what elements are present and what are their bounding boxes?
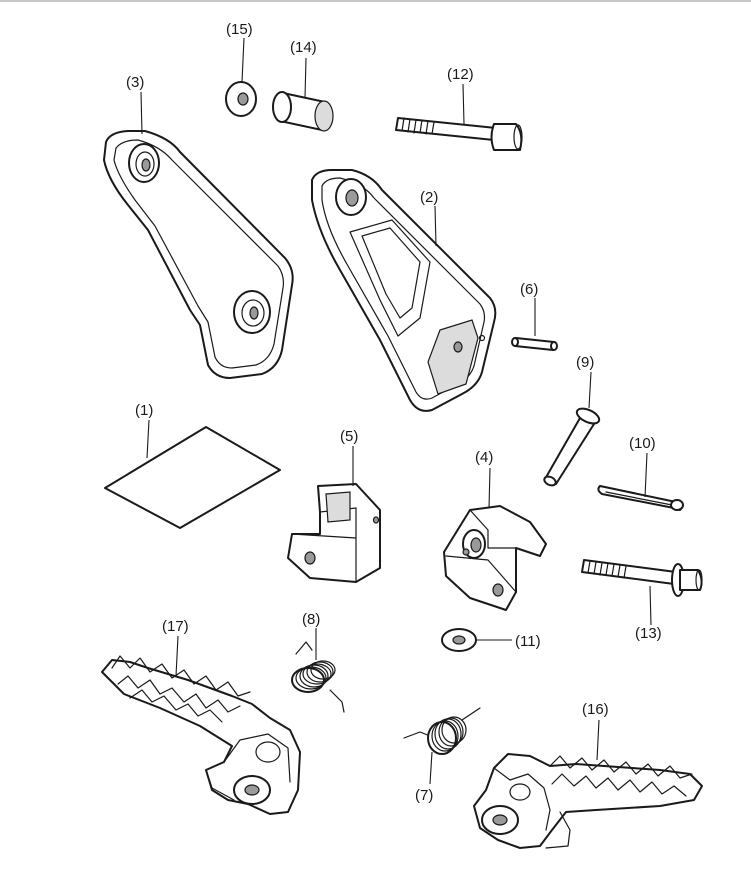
footpeg-icon [473, 753, 703, 849]
part-label-1: (1) [135, 402, 153, 419]
pin-icon [511, 337, 558, 351]
leader-line [429, 751, 433, 785]
leader-line [434, 205, 437, 247]
washer-icon [225, 81, 257, 117]
part-label-3: (3) [126, 74, 144, 91]
part-label-13: (13) [635, 625, 662, 642]
washer-icon [441, 628, 477, 652]
leader-line [304, 57, 307, 99]
leader-line [462, 83, 465, 125]
leader-line [241, 37, 245, 83]
part-label-2: (2) [420, 189, 438, 206]
part-label-15: (15) [226, 21, 253, 38]
leader-line [488, 467, 491, 509]
leader-line [596, 719, 600, 761]
part-label-8: (8) [302, 611, 320, 628]
pivot-pin-icon [543, 407, 601, 487]
part-label-14: (14) [290, 39, 317, 56]
part-label-17: (17) [162, 618, 189, 635]
collar-icon [272, 91, 334, 132]
footpeg-holder-icon [443, 505, 547, 611]
part-label-11: (11) [515, 633, 541, 650]
leader-line [644, 452, 648, 498]
part-label-10: (10) [629, 435, 656, 452]
leader-line [140, 91, 143, 135]
leader-line [649, 585, 652, 626]
spring-icon [403, 707, 481, 755]
socket-bolt-icon [395, 117, 523, 151]
cotter-pin-icon [597, 485, 684, 511]
leader-line [146, 419, 150, 459]
part-label-7: (7) [415, 787, 433, 804]
part-label-5: (5) [340, 428, 358, 445]
footpeg-icon [101, 655, 301, 815]
top-rule [0, 0, 751, 2]
leader-line [175, 635, 179, 677]
sheet-icon [104, 426, 281, 529]
leader-line [588, 371, 592, 409]
bracket-left-icon [103, 130, 294, 379]
spring-icon [291, 641, 345, 713]
part-label-9: (9) [576, 354, 594, 371]
footpeg-holder-icon [287, 483, 381, 583]
part-label-12: (12) [447, 66, 474, 83]
bracket-right-icon [311, 169, 497, 412]
flange-bolt-icon [581, 559, 703, 597]
part-label-16: (16) [582, 701, 609, 718]
part-label-6: (6) [520, 281, 538, 298]
part-label-4: (4) [475, 449, 493, 466]
